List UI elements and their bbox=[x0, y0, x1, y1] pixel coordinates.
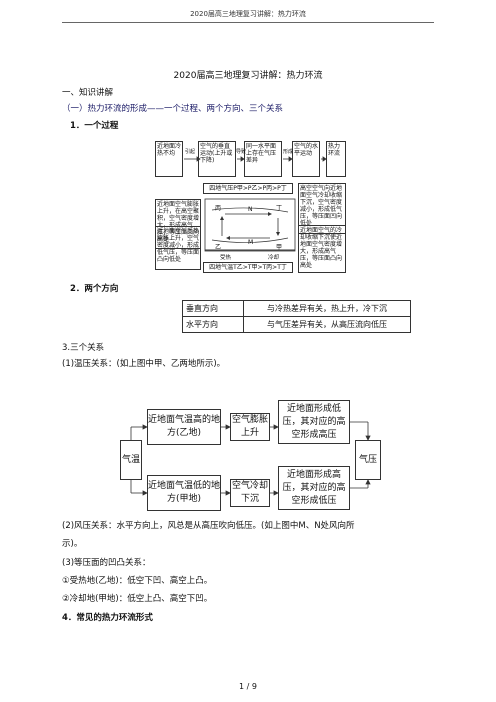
note-right-lower: 近地面空气的冷却收缩下沉使近地面空气密度增大，形成高气压，等压面凸向高处 bbox=[298, 225, 346, 273]
item-heading-4: 4．常见的热力环流形式 bbox=[62, 613, 153, 623]
chart-bottom-c: 近地面形成高压，其对应的高空形成低压 bbox=[278, 466, 350, 510]
relation-3-item-1: ①受热地(乙地)：低空下凹、高空上凸。 bbox=[62, 576, 213, 586]
note-left-lower: 近地面空气受热膨胀上升，空气密度减小，形成低气压，等压面凸向低处 bbox=[155, 226, 201, 270]
table-cell: 水平方向 bbox=[182, 316, 244, 333]
relation-1: (1)温压关系：(如上图中甲、乙两地所示)。 bbox=[62, 359, 226, 369]
chart-top-c: 近地面形成低压，其对应的高空形成高压 bbox=[278, 400, 350, 444]
page-header: 2020届高三地理复习讲解：热力环流 bbox=[190, 10, 306, 18]
table-cell: 与气压差异有关，从高压流向低压 bbox=[243, 316, 411, 333]
point-yi: 乙 bbox=[215, 244, 222, 251]
point-ding: 丁 bbox=[276, 205, 283, 212]
note-left-upper: 近地面空气膨胀上升，在高空聚积，空气密度增大，形成高气压，等压面凸向高处 bbox=[155, 199, 201, 249]
relation-2-line-1: (2)风压关系：水平方向上，风总是从高压吹向低压。(如上图中M、N处风向所 bbox=[62, 521, 355, 531]
flow-box-1: 近地面冷热不均 bbox=[155, 141, 183, 177]
point-bing: 丙 bbox=[215, 205, 222, 212]
page-number: 1 / 9 bbox=[239, 682, 257, 691]
document-title: 2020届高三地理复习讲解：热力环流 bbox=[173, 71, 323, 81]
flow-arrow-label-3: 形成 bbox=[283, 149, 294, 155]
item-heading-3: 3.三个关系 bbox=[62, 343, 105, 353]
chart-left-box: 气温 bbox=[120, 440, 142, 480]
cooled-label: 冷却 bbox=[268, 255, 280, 261]
flow-arrow-label-2: 导致 bbox=[236, 149, 247, 155]
item-heading-1: 1．一个过程 bbox=[70, 121, 119, 131]
note-right-upper: 高空空气向近地面空气冷却收缩下沉，空气密度减小，形成低气压，等压面凹向低处 bbox=[298, 183, 346, 234]
relation-3: (3)等压面的凹凸关系： bbox=[62, 558, 151, 568]
relation-2-line-2: 示)。 bbox=[62, 539, 83, 549]
relation-3-item-2: ②冷却地(甲地)：低空上凸、高空下凹。 bbox=[62, 594, 213, 604]
header-divider bbox=[62, 22, 434, 23]
item-heading-2: 2．两个方向 bbox=[70, 284, 119, 294]
flow-arrow-label-1: 引起 bbox=[185, 149, 196, 155]
point-n: N bbox=[248, 206, 253, 213]
temperature-label: 四地气温T乙>T甲>T丙>T丁 bbox=[203, 262, 293, 273]
point-jia: 甲 bbox=[276, 244, 283, 251]
point-m: M bbox=[248, 239, 254, 246]
pressure-label: 四地气压P甲>P乙>P丙>P丁 bbox=[203, 183, 293, 194]
subsection-heading: （一）热力环流的形成——一个过程、两个方向、三个关系 bbox=[62, 104, 284, 114]
section-heading: 一、知识讲解 bbox=[62, 88, 114, 98]
directions-table: 垂直方向 与冷热差异有关，热上升，冷下沉 水平方向 与气压差异有关，从高压流向低… bbox=[182, 300, 411, 333]
heated-label: 受热 bbox=[220, 255, 232, 261]
table-row: 水平方向 与气压差异有关，从高压流向低压 bbox=[182, 316, 411, 333]
